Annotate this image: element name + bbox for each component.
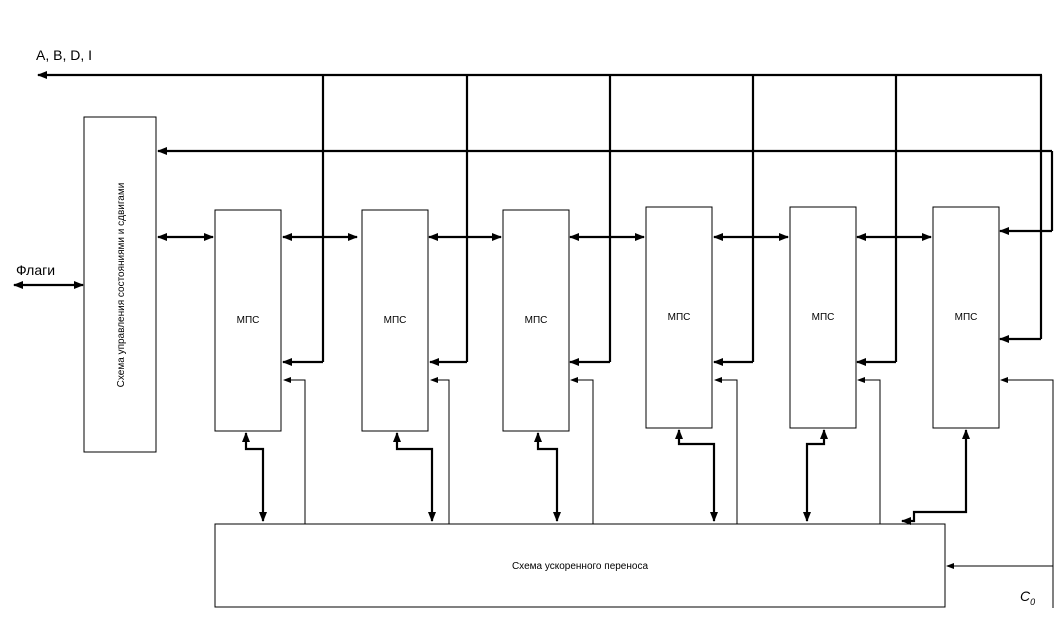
carry-lines [283, 377, 881, 524]
mps-label: МПС [955, 312, 978, 323]
mps-label: МПС [237, 315, 260, 326]
carry-in-line-mps6 [1000, 377, 1054, 608]
flags-label: Флаги [16, 262, 55, 278]
control-block-label: Схема управления состояниями и сдвигами [116, 183, 127, 388]
mps-block-5: МПС [789, 206, 857, 429]
mps-block-2: МПС [361, 209, 429, 432]
bus-drops [282, 75, 898, 366]
carry-block-label: Схема ускоренного переноса [512, 561, 649, 572]
mps-block-6: МПС [932, 206, 1000, 429]
mps-block-4: МПС [645, 206, 713, 429]
mps-label: МПС [668, 312, 691, 323]
mps-label: МПС [812, 312, 835, 323]
bus-label: A, B, D, I [36, 47, 92, 63]
mps-block-3: МПС [502, 209, 570, 432]
carry-in-label: C0 [1020, 588, 1035, 607]
mps-block-1: МПС [214, 209, 282, 432]
mps-label: МПС [525, 315, 548, 326]
carry-block [214, 523, 946, 608]
control-block [83, 116, 157, 453]
mps-label: МПС [384, 315, 407, 326]
mps-carry-links [242, 429, 970, 525]
